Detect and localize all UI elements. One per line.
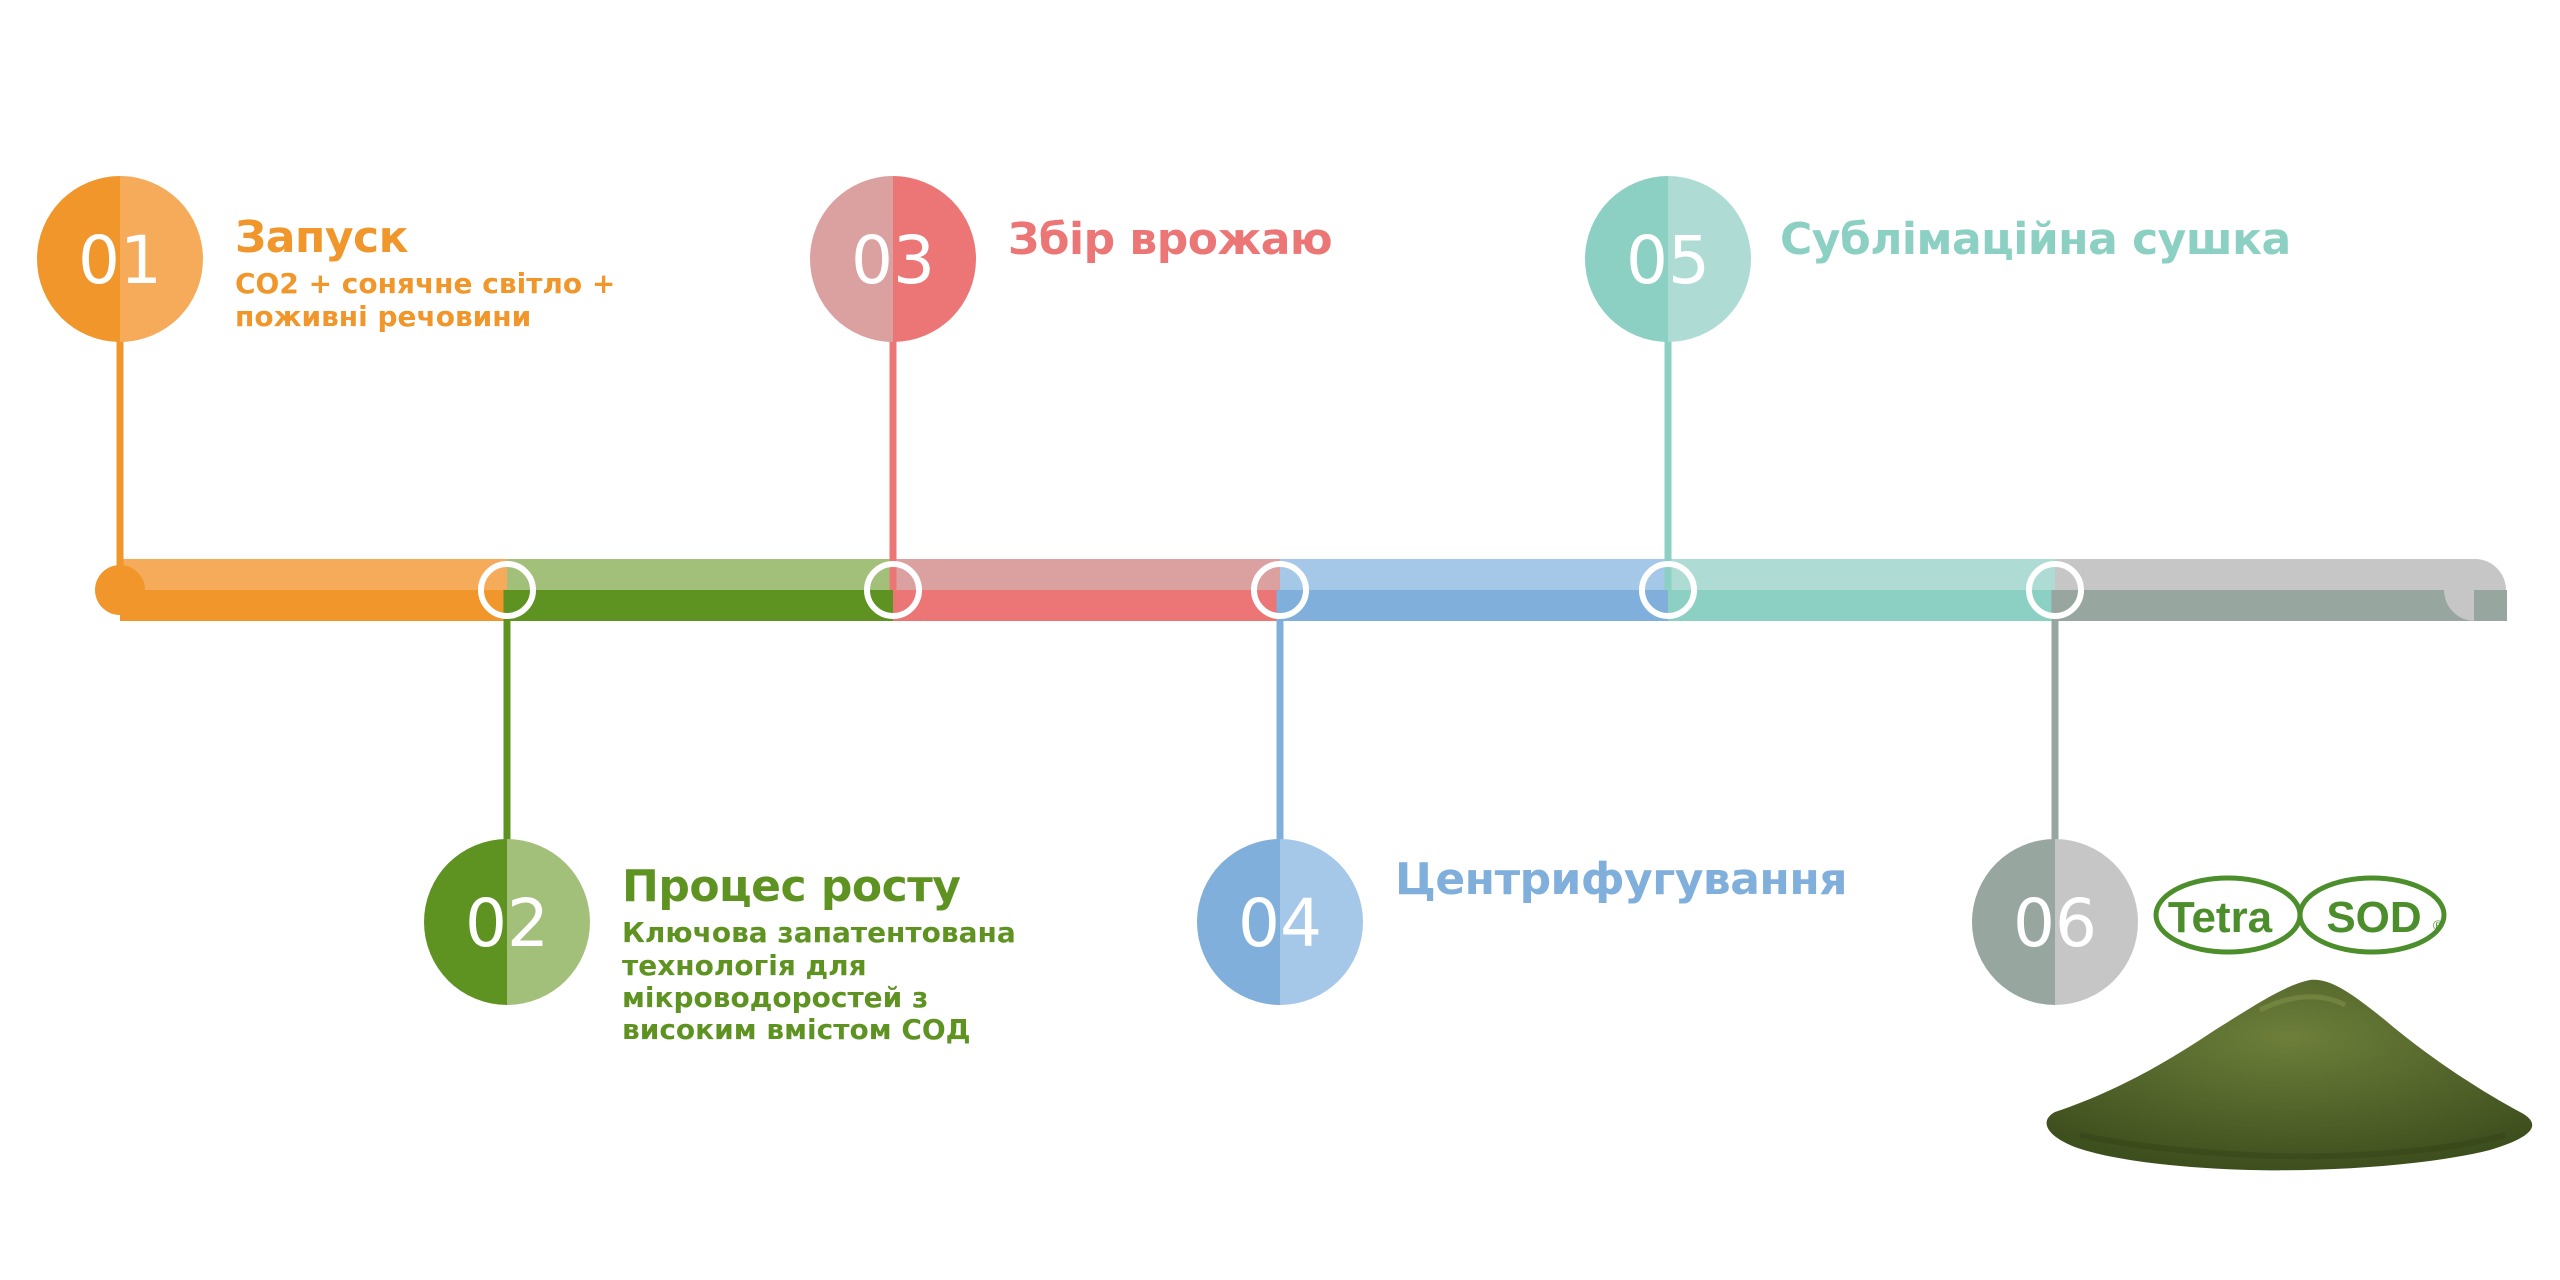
node-ring-03 — [864, 561, 922, 619]
step-badge-02: 02 — [424, 839, 590, 1005]
step-text-04: Центрифугування — [1395, 854, 1848, 905]
step-badge-04: 04 — [1197, 839, 1363, 1005]
step-title-04: Центрифугування — [1395, 854, 1848, 905]
timeline-bar — [120, 559, 2507, 621]
logo-text-sod: SOD — [2326, 893, 2421, 942]
step-description-line: CO2 + сонячне світло + — [235, 267, 616, 301]
bar-segment-01 — [120, 559, 507, 621]
step-text-05: Сублімаційна сушка — [1780, 214, 2291, 265]
connector-line-01 — [116, 259, 124, 590]
step-title-03: Збір врожаю — [1008, 214, 1333, 265]
step-description-line: технологія для — [622, 948, 867, 982]
bar-segment-06 — [2055, 559, 2507, 621]
bar-segment-05 — [1668, 559, 2055, 621]
step-number-03: 03 — [851, 222, 935, 299]
timeline-connectors — [116, 259, 2059, 922]
logo-text-tetra: Tetra — [2168, 893, 2273, 942]
step-text-03: Збір врожаю — [1008, 214, 1333, 265]
bar-segment-02 — [507, 559, 893, 621]
step-badge-01: 01 — [37, 176, 203, 342]
step-number-02: 02 — [465, 885, 549, 962]
step-badge-06: 06 — [1972, 839, 2138, 1005]
step-description-01: CO2 + сонячне світло +поживні речовини — [235, 267, 616, 333]
step-title-01: Запуск — [235, 212, 408, 263]
step-number-01: 01 — [78, 222, 162, 299]
step-description-line: Ключова запатентована — [622, 916, 1016, 950]
step-description-line: мікроводоростей з — [622, 980, 929, 1014]
step-number-04: 04 — [1238, 885, 1322, 962]
node-ring-02 — [478, 561, 536, 619]
step-badges: 01 02 03 04 05 06 — [37, 176, 2138, 1005]
connector-line-06 — [2051, 590, 2059, 922]
timeline-nodes — [95, 561, 2084, 619]
step-number-06: 06 — [2013, 885, 2097, 962]
bar-segment-04 — [1280, 559, 1668, 621]
connector-line-02 — [503, 590, 511, 922]
connector-line-05 — [1664, 259, 1672, 590]
node-ring-05 — [1639, 561, 1697, 619]
step-number-05: 05 — [1626, 222, 1710, 299]
step-description-line: високим вмістом СОД — [622, 1012, 971, 1046]
step-badge-03: 03 — [810, 176, 976, 342]
bar-segment-03 — [893, 559, 1280, 621]
tetrasod-logo: Tetra SOD ® — [2153, 875, 2447, 955]
connector-line-03 — [889, 259, 897, 590]
step-title-02: Процес росту — [622, 861, 961, 912]
logo-registered-mark: ® — [2433, 917, 2444, 933]
node-ring-04 — [1251, 561, 1309, 619]
connector-line-04 — [1276, 590, 1284, 922]
algae-powder-image — [2046, 979, 2533, 1171]
step-description-line: поживні речовини — [235, 299, 532, 333]
node-ring-06 — [2026, 561, 2084, 619]
step-title-05: Сублімаційна сушка — [1780, 214, 2291, 265]
node-dot-01 — [95, 565, 145, 615]
step-badge-05: 05 — [1585, 176, 1751, 342]
